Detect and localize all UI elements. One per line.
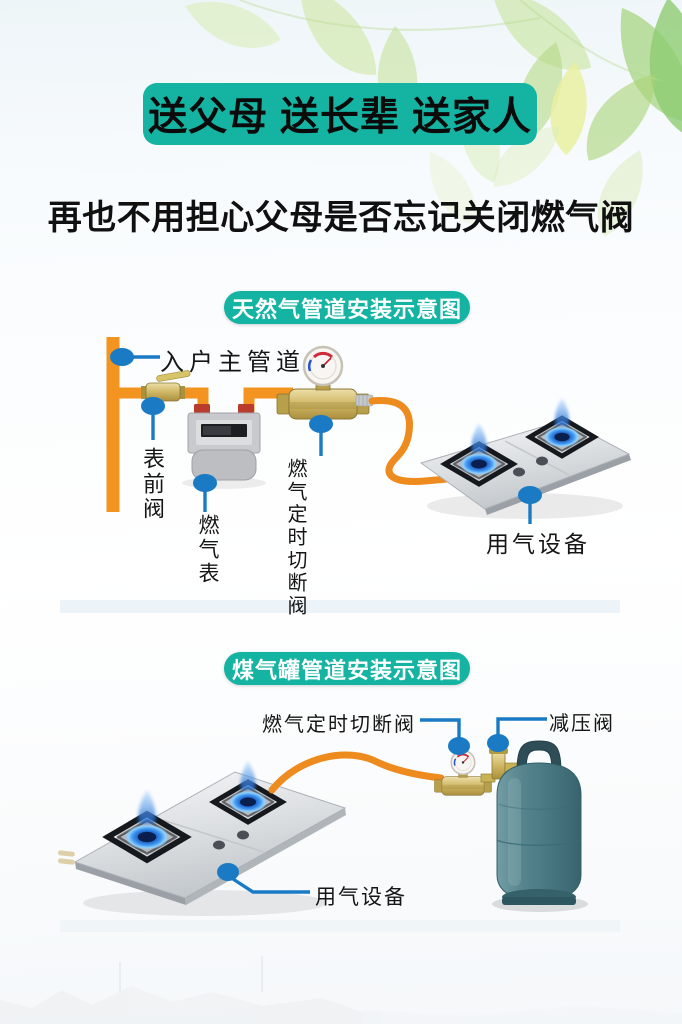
stove-knob <box>237 830 249 840</box>
gas-hose <box>368 397 462 485</box>
label-main-pipe: 入户主管道 <box>160 350 305 376</box>
stove-knob <box>536 456 548 466</box>
callouts-diagram-1 <box>110 348 542 524</box>
label-gas-meter: 燃气表 <box>196 514 220 586</box>
background-band-2 <box>60 920 620 932</box>
label-timer-cutoff-valve-2: 燃气定时切断阀 <box>262 714 416 736</box>
label-appliance-1: 用气设备 <box>486 532 590 557</box>
section-title-natural-gas: 天然气管道安装示意图 <box>224 291 470 324</box>
gas-meter-device <box>182 404 266 489</box>
section-title-gas-tank: 煤气罐管道安装示意图 <box>224 652 470 685</box>
gas-stove-1 <box>419 398 631 519</box>
timer-cutoff-valve-device-2 <box>433 749 493 797</box>
gas-hose-2 <box>268 751 445 794</box>
headline: 再也不用担心父母是否忘记关闭燃气阀 <box>47 199 635 237</box>
label-timer-cutoff-valve-1: 燃气定时切断阀 <box>284 458 306 618</box>
skyline-decoration <box>0 956 682 1024</box>
label-pressure-reducing-valve: 减压阀 <box>549 713 615 735</box>
diagram-gas-tank <box>57 717 588 916</box>
label-pre-meter-valve: 表前阀 <box>140 447 165 523</box>
pre-meter-valve-device <box>141 370 191 402</box>
hose-connector <box>355 394 374 407</box>
diagram-natural-gas <box>106 337 631 524</box>
label-appliance-2: 用气设备 <box>315 885 407 909</box>
leaves-decoration <box>182 0 682 239</box>
gas-stove-2 <box>57 761 347 916</box>
stove-knob <box>513 467 525 477</box>
banner: 送父母 送长辈 送家人 <box>143 83 537 145</box>
background-band-1 <box>60 600 620 613</box>
gas-cylinder <box>492 740 588 912</box>
stove-knob <box>213 840 225 850</box>
callouts-diagram-2 <box>217 717 547 894</box>
